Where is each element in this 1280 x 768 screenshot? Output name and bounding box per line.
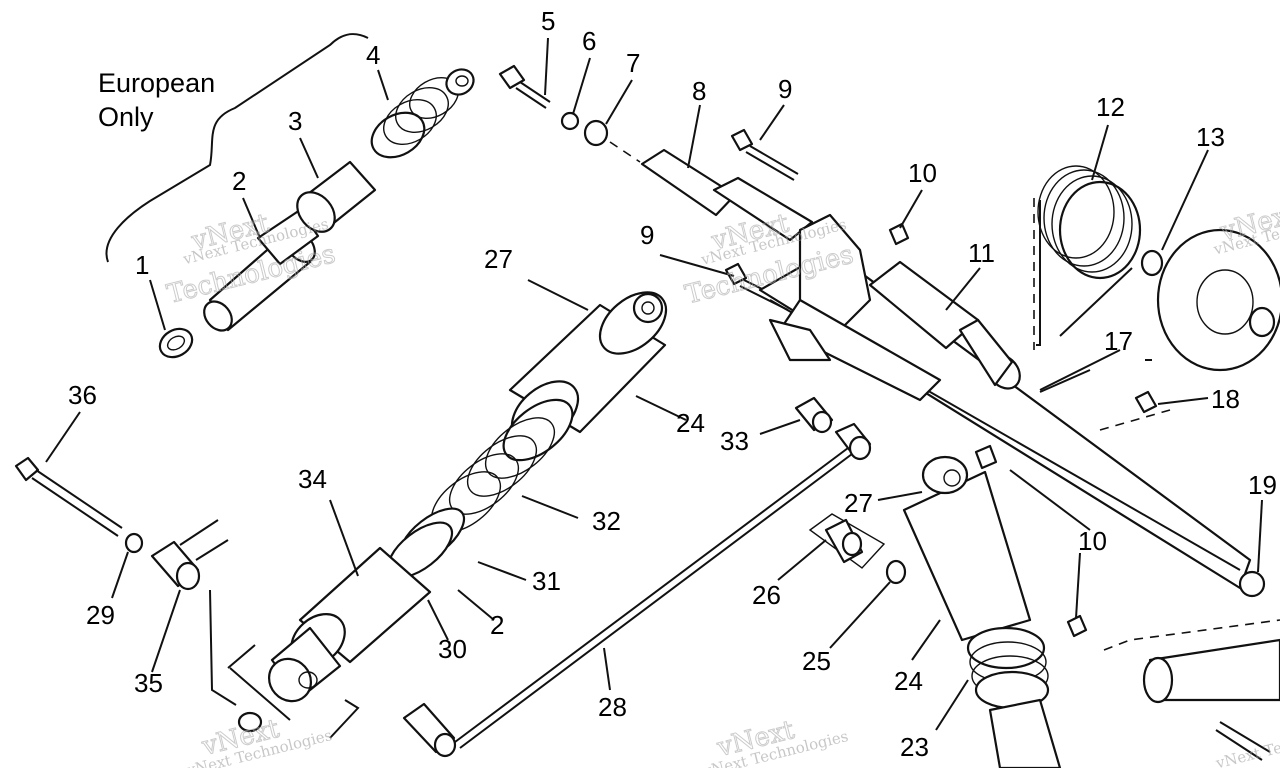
- part-29-washer: [124, 532, 144, 554]
- part-26-bushing-assembly: [808, 513, 886, 569]
- part-lower-washer: [237, 711, 263, 733]
- part-axle-lower-right: [1103, 619, 1280, 761]
- callout-2-upper: 2: [232, 166, 246, 196]
- part-17-rail-arm: [758, 213, 1266, 598]
- callout-9-upper: 9: [778, 74, 792, 104]
- callout-35: 35: [134, 668, 163, 698]
- dashed-leader-18: [1099, 409, 1171, 431]
- part-1-nut: [158, 327, 194, 359]
- leader-lines: [45, 37, 1263, 731]
- callout-9-lower: 9: [640, 220, 654, 250]
- part-5-bolt: [498, 64, 551, 109]
- callout-numbers: 1 2 3 4 5 6 7 8 9 9 10 10 11 12 13 17 18…: [68, 6, 1277, 762]
- part-34-shock-body-lower: [267, 546, 432, 703]
- callout-17: 17: [1104, 326, 1133, 356]
- part-18-nut: [1134, 390, 1158, 414]
- callout-34: 34: [298, 464, 327, 494]
- callout-30: 30: [438, 634, 467, 664]
- callout-36: 36: [68, 380, 97, 410]
- callout-29: 29: [86, 600, 115, 630]
- callout-11: 11: [968, 238, 995, 268]
- part-12-torsion-spring: [1033, 165, 1142, 350]
- part-10-nut-right: [1066, 614, 1088, 638]
- callout-27-right: 27: [844, 488, 873, 518]
- part-25-washer: [885, 559, 907, 585]
- part-24-right-shock: [902, 455, 1062, 768]
- callout-1: 1: [135, 250, 149, 280]
- part-28-rod: [402, 422, 872, 758]
- part-4-spring: [370, 68, 475, 159]
- callout-27-left: 27: [484, 244, 513, 274]
- callout-32: 32: [592, 506, 621, 536]
- callout-33: 33: [720, 426, 749, 456]
- european-bracket: [105, 33, 369, 263]
- part-7-washer: [583, 119, 609, 147]
- part-3-collar: [296, 160, 377, 233]
- callout-31: 31: [532, 566, 561, 596]
- callout-13: 13: [1196, 122, 1225, 152]
- part-35-bushing: [150, 540, 201, 591]
- callout-12: 12: [1096, 92, 1125, 122]
- callout-2-lower: 2: [490, 610, 504, 640]
- callout-23: 23: [900, 732, 929, 762]
- part-33-bushing: [794, 396, 834, 434]
- watermark-text: vNext Technologies: [1213, 719, 1280, 768]
- callout-25: 25: [802, 646, 831, 676]
- note-european-line1: European: [98, 68, 215, 98]
- callout-28: 28: [598, 692, 627, 722]
- part-2-small-shock-body: [203, 208, 320, 332]
- callout-24-right: 24: [894, 666, 923, 696]
- callout-5: 5: [541, 6, 555, 36]
- callout-4: 4: [366, 40, 380, 70]
- part-6-washer: [560, 111, 580, 131]
- callout-26: 26: [752, 580, 781, 610]
- callout-10-lower: 10: [1078, 526, 1107, 556]
- callout-6: 6: [582, 26, 596, 56]
- part-9-bolt-upper: [730, 128, 799, 181]
- callout-3: 3: [288, 106, 302, 136]
- part-13-washer: [1140, 249, 1164, 277]
- callout-10-upper: 10: [908, 158, 937, 188]
- part-36-long-bolt: [14, 456, 123, 537]
- callout-19: 19: [1248, 470, 1277, 500]
- part-8-pivot-shaft: [640, 148, 814, 242]
- callout-24-left: 24: [676, 408, 705, 438]
- leader-misc: [1039, 359, 1152, 393]
- callout-7: 7: [626, 48, 640, 78]
- part-14-wheel: [1156, 228, 1280, 372]
- note-european-line2: Only: [98, 102, 154, 132]
- callout-18: 18: [1211, 384, 1240, 414]
- part-10-nut-upper: [888, 222, 910, 246]
- part-11-sleeve: [868, 260, 1021, 390]
- part-10-nut-lower: [974, 444, 998, 470]
- callout-8: 8: [692, 76, 706, 106]
